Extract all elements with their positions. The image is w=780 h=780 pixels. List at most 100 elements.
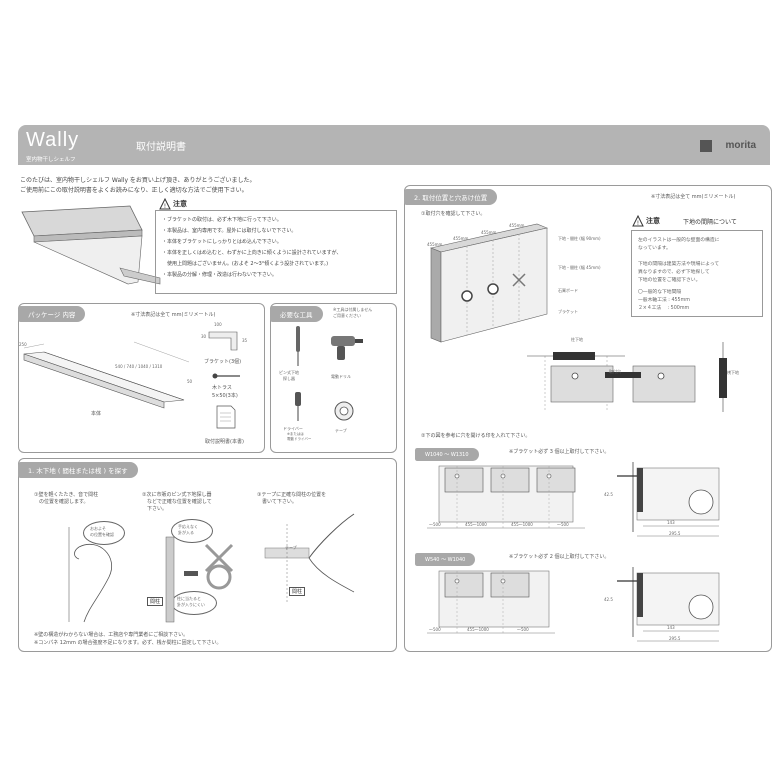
- stud-position-drawing: [527, 342, 727, 412]
- section2-caution-title: 下地の間隔について: [683, 219, 737, 226]
- section1-note-1: ※壁の構造がわからない場合は、工務店や専門業者にご相談下さい。: [34, 632, 189, 638]
- drill-icon: [331, 336, 363, 360]
- caution-item: ・ブラケットの取付は、必ず木下地に行って下さい。: [162, 217, 282, 223]
- package-unit-note: ※寸法表記は全て mm(ミリメートル): [131, 312, 216, 318]
- wall-structure-drawing: [429, 223, 549, 343]
- caution-item: ・本製品は、室内専用です。屋外には取付しないで下さい。: [162, 228, 297, 234]
- body-dim-right: 50: [187, 379, 193, 384]
- tape-label: テープ: [335, 428, 347, 433]
- step2-text: ②次に市販のピン式下地探し器 などで正確な位置を確認して 下さい。: [142, 492, 212, 512]
- model-b-dim: ～500: [429, 627, 441, 632]
- caution-label: 注意: [173, 200, 187, 208]
- pin-finder-label: ピン式下地 探し器: [279, 370, 299, 381]
- svg-text:!: !: [637, 220, 639, 227]
- side-dim-height-b: 42.5: [604, 597, 613, 602]
- tools-tab-note: ※工具は付属しません ご用意ください: [333, 307, 373, 318]
- wall-dim: 455mm: [427, 242, 443, 247]
- label-upper-stud: 柱下地: [571, 337, 583, 342]
- manual-icon: [216, 405, 236, 429]
- model-a-dim: ～500: [557, 522, 569, 527]
- brand-name: Wally: [26, 129, 80, 151]
- caution-item: 使用上問題はございません。(およそ 2～3°傾くよう設計されています。): [162, 261, 329, 267]
- manual-label: 取付説明書(本書): [205, 439, 244, 445]
- wall-dim: 455mm: [453, 236, 469, 241]
- section1-note-2: ※コンパネ 12mm の場合強度不足になります。必ず、桟か間柱に固定して下さい。: [34, 640, 222, 646]
- section2-unit-note: ※寸法表記は全て mm(ミリメートル): [651, 194, 736, 200]
- screw-size: 5×50(3本): [212, 393, 238, 399]
- spacing-caution-box: 左のイラストは一般的な壁面の構造に なっています。 下地の間隔は建築方法や現場に…: [631, 230, 763, 317]
- pin-finder-usage-drawing: [165, 536, 234, 623]
- section2-step2: ②下の図を参考に穴を開ける印を入れて下さい。: [421, 433, 531, 439]
- general-spacing-2: ２×４工法 : 500mm: [638, 306, 690, 311]
- section2-box: 2. 取付位置と穴あけ位置 ※寸法表記は全て mm(ミリメートル) ①取付穴を確…: [404, 185, 772, 652]
- side-dim-total: 295.5: [669, 531, 681, 536]
- label-bracket: ブラケット: [558, 309, 578, 314]
- drill-label: 電動ドリル: [331, 374, 351, 379]
- side-dim-depth-b: 143: [667, 625, 675, 630]
- model-a-side-drawing: [617, 462, 720, 537]
- model-b-note: ※ブラケット必ず 2 個以上取付して下さい。: [509, 554, 610, 560]
- section2-caution-label: 注意: [646, 217, 660, 225]
- model-b-side-drawing: [617, 567, 720, 642]
- caution-list: ・ブラケットの取付は、必ず木下地に行って下さい。 ・本製品は、室内専用です。屋外…: [162, 215, 342, 281]
- pin-finder-icon: [296, 326, 300, 366]
- company-logo: morita: [725, 140, 756, 151]
- label-mounting-hole: 取付穴: [609, 369, 621, 374]
- spacing-caution-text: 左のイラストは一般的な壁面の構造に なっています。 下地の間隔は建築方法や現場に…: [638, 237, 719, 313]
- caution-item: ・本体をブラケットにしっかりとはめ込んで下さい。: [162, 239, 282, 245]
- wall-dim: 455mm: [509, 223, 525, 228]
- section1-tab: 1. 木下地 ( 間柱または桟 ) を探す: [18, 462, 138, 478]
- caution-text-line: 左のイラストは一般的な壁面の構造に: [638, 238, 720, 243]
- model-a-dim: ～500: [429, 522, 441, 527]
- package-box: パッケージ 内容 ※寸法表記は全て mm(ミリメートル) 250 540 / 7…: [18, 303, 265, 453]
- side-dim-total-b: 295.5: [669, 636, 681, 641]
- step1-bubble: おおよそ の位置を確認: [83, 521, 125, 545]
- label-lower-stud: 桟下地: [727, 370, 739, 375]
- tools-box: 必要な工具 ※工具は付属しません ご用意ください ピン式下地 探し器 電動ドリル…: [270, 303, 397, 453]
- caution-item: ・本体を正しくはめ込むと、わずかに上向きに傾くように設計されていますが、: [162, 250, 342, 256]
- driver-label: ドライバー: [283, 426, 303, 431]
- caution-box: ! 注意 ・ブラケットの取付は、必ず木下地に行って下さい。 ・本製品は、室内専用…: [155, 197, 397, 294]
- model-a-dim: 455～1000: [465, 522, 487, 527]
- model-b-dim: 455～1000: [467, 627, 489, 632]
- general-spacing-1: 一般木軸工法 : 455mm: [638, 298, 690, 303]
- bracket-dim: 35: [242, 338, 248, 343]
- body-dims: 540 / 740 / 1040 / 1310: [115, 364, 163, 369]
- intro-line-2: ご使用前にこの取付説明書をよくお読みになり、正しく適切な方法でご使用下さい。: [20, 187, 248, 194]
- warning-triangle-icon: !: [159, 197, 171, 210]
- intro-line-1: このたびは、室内物干しシェルフ Wally をお買い上げ頂き、ありがとうございま…: [20, 177, 256, 184]
- shelf-body-drawing: [23, 341, 190, 409]
- bracket-drawing: [208, 331, 238, 351]
- screw-icon: [212, 373, 240, 379]
- bracket-label: ブラケット(3個): [204, 359, 242, 365]
- tools-tab: 必要な工具: [270, 306, 323, 322]
- wall-dim: 455mm: [481, 230, 497, 235]
- caution-text-line: 下地の間隔は建築方法や現場によって: [638, 262, 720, 267]
- step2-bubble-top: 手応えなく 針が入る: [171, 519, 213, 543]
- step3-tape-label: テープ: [285, 545, 297, 550]
- body-label: 本体: [91, 411, 102, 417]
- side-dim-height: 42.5: [604, 492, 613, 497]
- screwdriver-icon: [295, 392, 301, 421]
- svg-text:!: !: [164, 203, 166, 210]
- caution-text-line: [638, 253, 719, 261]
- caution-text-line: 下地の位置をご確認下さい。: [638, 278, 701, 283]
- brand-subtitle: 室内物干しシェルフ: [26, 157, 76, 163]
- model-b-layout-drawing: [427, 570, 555, 634]
- caution-item: ・本製品の分解・修理・改造は行わないで下さい。: [162, 272, 277, 278]
- step2-bubble-top-text: 手応えなく 針が入る: [178, 524, 198, 535]
- model-a-note: ※ブラケット必ず 3 個以上取付して下さい。: [509, 449, 610, 455]
- marking-tape-drawing: [264, 513, 355, 604]
- bracket-dim: 30: [201, 334, 207, 339]
- step2-stud-label: 間柱: [147, 597, 164, 606]
- step1-text: ①壁を軽くたたき、音で間柱 の位置を確認します。: [34, 492, 99, 505]
- model-b-tab: W540 ～ W1040: [415, 553, 476, 566]
- model-b-dim: ～500: [517, 627, 529, 632]
- package-tab: パッケージ 内容: [18, 306, 86, 322]
- logo-mark-icon: [700, 140, 712, 152]
- bracket-dim: 100: [214, 322, 222, 327]
- section2-step1: ①取付穴を確認して下さい。: [421, 211, 486, 217]
- general-spacing-title: 〇一般的な下地間隔: [638, 290, 682, 295]
- warning-triangle-icon: !: [632, 214, 644, 227]
- shelf-illustration: [21, 205, 161, 285]
